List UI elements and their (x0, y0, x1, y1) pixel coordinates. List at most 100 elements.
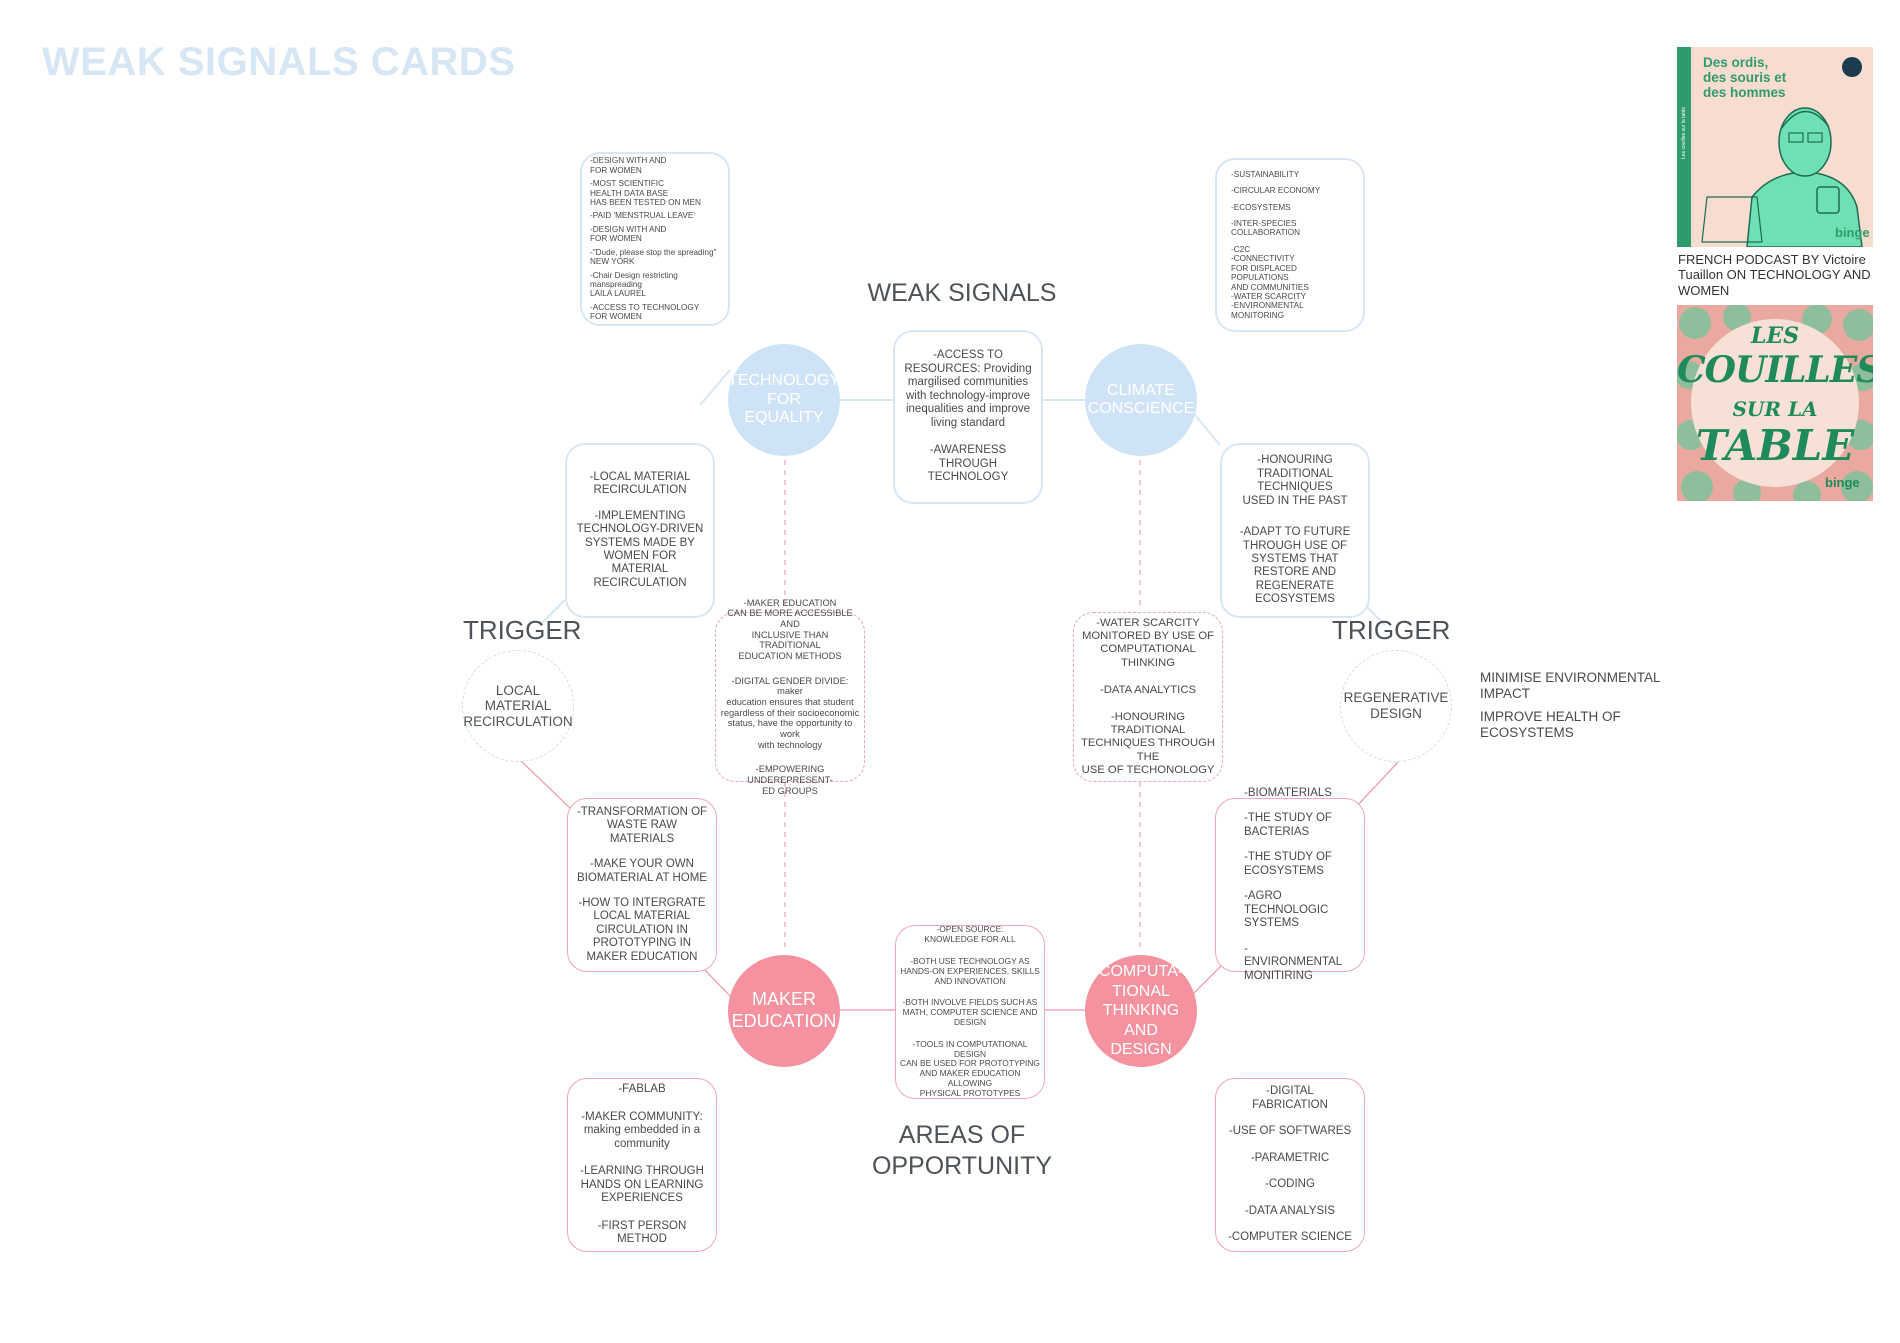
fablab-card: -FABLAB -MAKER COMMUNITY: making embedde… (567, 1078, 717, 1252)
card-item: -AWARENESS THROUGH TECHNOLOGY (927, 444, 1009, 484)
card-item: -DATA ANALYSIS (1244, 1204, 1336, 1217)
open-source-card: -OPEN SOURCE: KNOWLEDGE FOR ALL -BOTH US… (895, 924, 1045, 1099)
laptop-outline (1701, 196, 1763, 243)
card-item: -FABLAB (618, 1083, 666, 1096)
local-material-card: -LOCAL MATERIAL RECIRCULATION -IMPLEMENT… (565, 443, 715, 618)
card-item: -DIGITAL GENDER DIVIDE: maker education … (720, 675, 860, 750)
card-item: -ACCESS TO RESOURCES: Providing margilis… (904, 349, 1032, 429)
figure-glasses (1788, 132, 1804, 143)
card-item: -WATER SCARCITY MONITORED BY USE OF COMP… (1081, 616, 1215, 669)
podcast-cover-2[interactable]: LES COUILLES SUR LA TABLE binge (1677, 305, 1873, 501)
trigger-right-heading: TRIGGER (1332, 615, 1451, 645)
card-item: -OPEN SOURCE: KNOWLEDGE FOR ALL (924, 924, 1016, 945)
card-item: -TOOLS IN COMPUTATIONAL DESIGN CAN BE US… (900, 1038, 1040, 1098)
cover-2-title-line: LES (1750, 323, 1800, 349)
regenerative-design-trigger[interactable]: REGENERATIVE DESIGN (1340, 650, 1452, 762)
maker-education-circle[interactable]: MAKER EDUCATION (728, 955, 840, 1067)
card-item: -LOCAL MATERIAL RECIRCULATION (589, 470, 691, 497)
card-item: -COMPUTER SCIENCE (1228, 1231, 1352, 1244)
card-item: -MOST SCIENTIFIC HEALTH DATA BASE HAS BE… (590, 179, 701, 208)
card-item: -HONOURING TRADITIONAL TECHNIQUES THROUG… (1080, 711, 1216, 776)
figure-hair (1780, 110, 1830, 130)
card-item: -HONOURING TRADITIONAL TECHNIQUES USED I… (1242, 454, 1348, 507)
transformation-waste-card: -TRANSFORMATION OF WASTE RAW MATERIALS -… (567, 798, 717, 972)
water-scarcity-card: -WATER SCARCITY MONITORED BY USE OF COMP… (1073, 612, 1223, 782)
podcast-brand-logo: binge (1835, 225, 1870, 240)
card-item: -MAKE YOUR OWN BIOMATERIAL AT HOME (577, 858, 707, 884)
card-item: -PAID 'MENSTRUAL LEAVE' (590, 211, 695, 221)
card-item: -DESIGN WITH AND FOR WOMEN (590, 224, 667, 244)
podcast-cover-2-art (1677, 305, 1873, 501)
tech-to-local-card-line (699, 369, 731, 406)
card-item: -ADAPT TO FUTURE THROUGH USE OF SYSTEMS … (1239, 526, 1351, 606)
card-item: -BOTH INVOLVE FIELDS SUCH AS MATH, COMPU… (902, 997, 1038, 1027)
page-title: WEAK SIGNALS CARDS (42, 40, 516, 84)
figure-head (1778, 107, 1832, 177)
card-item: -IMPLEMENTING TECHNOLOGY-DRIVEN SYSTEMS … (576, 509, 704, 589)
computational-thinking-circle[interactable]: COMPUTA- TIONAL THINKING AND DESIGN (1085, 955, 1197, 1067)
cover-2-title-line: COUILLES (1677, 349, 1873, 391)
card-item: -BOTH USE TECHNOLOGY AS HANDS-ON EXPERIE… (900, 955, 1040, 986)
women-design-card: -DESIGN WITH AND FOR WOMEN -MOST SCIENTI… (580, 152, 730, 326)
card-item: -USE OF SOFTWARES (1228, 1125, 1352, 1138)
local-material-recirculation-trigger[interactable]: LOCAL MATERIAL RECIRCULATION (462, 650, 574, 762)
cover-spine (1677, 47, 1691, 247)
maker-accessible-card: -MAKER EDUCATION CAN BE MORE ACCESSIBLE … (715, 598, 865, 796)
regenerative-to-biomaterials-line (1354, 759, 1401, 809)
podcast-cover-1-title: Des ordis, des souris et des hommes (1703, 55, 1787, 101)
card-item: -ECOSYSTEMS (1231, 202, 1291, 212)
podcast-cover-1-spine-text: Les couilles sur la table (1681, 107, 1687, 159)
card-item: -DIGITAL FABRICATION (1252, 1085, 1328, 1111)
local-trigger-to-transformation-line (519, 759, 571, 809)
trigger-left-blue-line (539, 599, 566, 626)
biomaterials-card: -BIOMATERIALS -THE STUDY OF BACTERIAS -T… (1215, 787, 1365, 982)
regenerative-notes: MINIMISE ENVIRONMENTAL IMPACT IMPROVE HE… (1480, 670, 1680, 740)
card-item: -AGRO TECHNOLOGIC SYSTEMS (1244, 890, 1329, 930)
card-item: -C2C -CONNECTIVITY FOR DISPLACED POPULAT… (1231, 244, 1309, 320)
cover-2-title-line: SUR LA (1732, 397, 1818, 421)
note-item: IMPROVE HEALTH OF ECOSYSTEMS (1480, 709, 1621, 740)
card-item: -HOW TO INTERGRATE LOCAL MATERIAL CIRCUL… (578, 897, 706, 963)
card-item: -Chair Design restricting manspreading L… (590, 270, 678, 299)
transformation-to-maker-line (699, 964, 733, 999)
card-item: -MAKER EDUCATION CAN BE MORE ACCESSIBLE … (727, 597, 853, 661)
card-item: -FIRST PERSON METHOD (597, 1219, 687, 1246)
weak-signals-heading: WEAK SIGNALS (867, 279, 1057, 307)
climate-to-honouring-line (1194, 414, 1221, 446)
card-item: -DATA ANALYTICS (1099, 683, 1197, 696)
card-item: -MAKER COMMUNITY: making embedded in a c… (581, 1110, 703, 1150)
card-item: -THE STUDY OF BACTERIAS (1244, 812, 1332, 838)
cover-center-disc (1691, 319, 1859, 487)
digital-fabrication-card: -DIGITAL FABRICATION -USE OF SOFTWARES -… (1215, 1078, 1365, 1252)
card-item: -SUSTAINABILITY (1231, 169, 1300, 179)
card-item: -EMPOWERING UNDEREPRESENT- ED GROUPS (747, 764, 833, 796)
card-item: -INTER-SPECIES COLLABORATION (1231, 219, 1301, 238)
card-item: -THE STUDY OF ECOSYSTEMS (1244, 851, 1332, 877)
figure-glasses (1807, 132, 1823, 143)
cover-2-title-line: TABLE (1695, 421, 1855, 470)
card-item: -ACCESS TO TECHNOLOGY FOR WOMEN (590, 302, 700, 322)
card-item: -"Dude, please stop the spreading" NEW Y… (590, 247, 717, 267)
podcast-cover-1-art (1677, 47, 1863, 247)
trigger-left-heading: TRIGGER (463, 615, 582, 645)
sustainability-card: -SUSTAINABILITY -CIRCULAR ECONOMY -ECOSY… (1215, 158, 1365, 332)
card-item: -CIRCULAR ECONOMY (1231, 186, 1321, 196)
podcast-caption: FRENCH PODCAST BY Victoire Tuaillon ON T… (1678, 252, 1871, 298)
card-item: -TRANSFORMATION OF WASTE RAW MATERIALS (576, 805, 708, 845)
card-item: -PARAMETRIC (1250, 1151, 1330, 1164)
figure-mug (1816, 186, 1840, 214)
card-item: -DESIGN WITH AND FOR WOMEN (590, 156, 667, 175)
podcast-brand-logo: binge (1825, 475, 1860, 490)
card-item: -BIOMATERIALS (1244, 787, 1332, 800)
honouring-traditional-card: -HONOURING TRADITIONAL TECHNIQUES USED I… (1220, 443, 1370, 618)
areas-of-opportunity-heading: AREAS OF OPPORTUNITY (871, 1121, 1053, 1180)
climate-conscience-circle[interactable]: CLIMATE CONSCIENCE (1085, 344, 1197, 456)
card-item: -CODING (1265, 1178, 1315, 1191)
biomaterials-to-comp-line (1191, 964, 1223, 996)
card-item: -LEARNING THROUGH HANDS ON LEARNING EXPE… (580, 1165, 704, 1205)
access-resources-card: -ACCESS TO RESOURCES: Providing margilis… (893, 330, 1043, 504)
podcast-cover-1[interactable]: Des ordis, des souris et des hommes Les … (1677, 47, 1873, 247)
technology-for-equality-circle[interactable]: TECHNOLOGY FOR EQUALITY (728, 344, 840, 456)
brand-badge (1842, 57, 1862, 77)
card-item: -ENVIRONMENTAL MONITIRING (1244, 942, 1343, 982)
